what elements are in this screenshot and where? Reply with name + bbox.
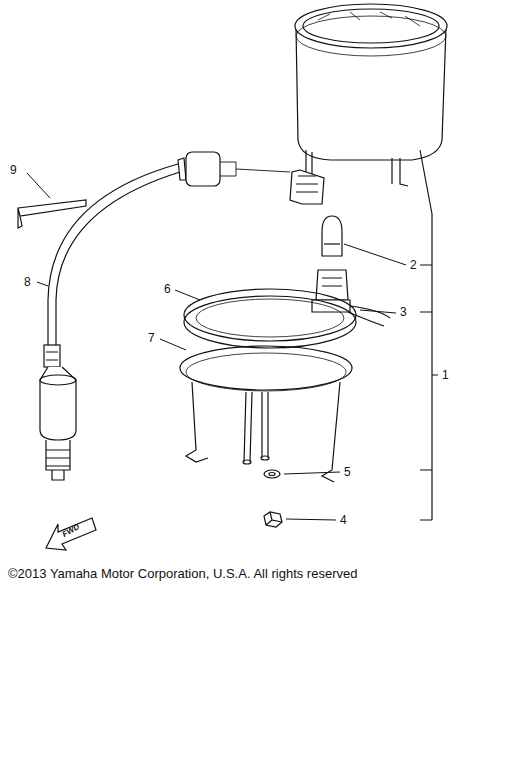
meter-assembly xyxy=(290,4,447,214)
callout-number: 4 xyxy=(340,514,347,526)
washer xyxy=(264,470,280,478)
callout-number: 2 xyxy=(410,259,417,271)
speedometer-cable xyxy=(40,152,290,480)
nut xyxy=(264,512,282,527)
callout-number: 7 xyxy=(148,332,155,344)
callout-number: 5 xyxy=(344,466,351,478)
callout-number: 9 xyxy=(10,164,17,176)
callout-number: 3 xyxy=(400,306,407,318)
cable-tag xyxy=(18,200,86,228)
leader-lines xyxy=(27,173,406,520)
copyright-note: ©2013 Yamaha Motor Corporation, U.S.A. A… xyxy=(8,567,357,580)
callout-bracket xyxy=(420,214,438,520)
callout-number: 1 xyxy=(442,369,449,381)
bulb-socket xyxy=(312,270,390,326)
meter-bracket xyxy=(180,346,352,482)
meter-cushion-ring xyxy=(184,289,356,348)
forward-arrow xyxy=(46,518,96,550)
callout-number: 6 xyxy=(164,283,171,295)
callout-number: 8 xyxy=(24,276,31,288)
bulb xyxy=(322,216,342,256)
